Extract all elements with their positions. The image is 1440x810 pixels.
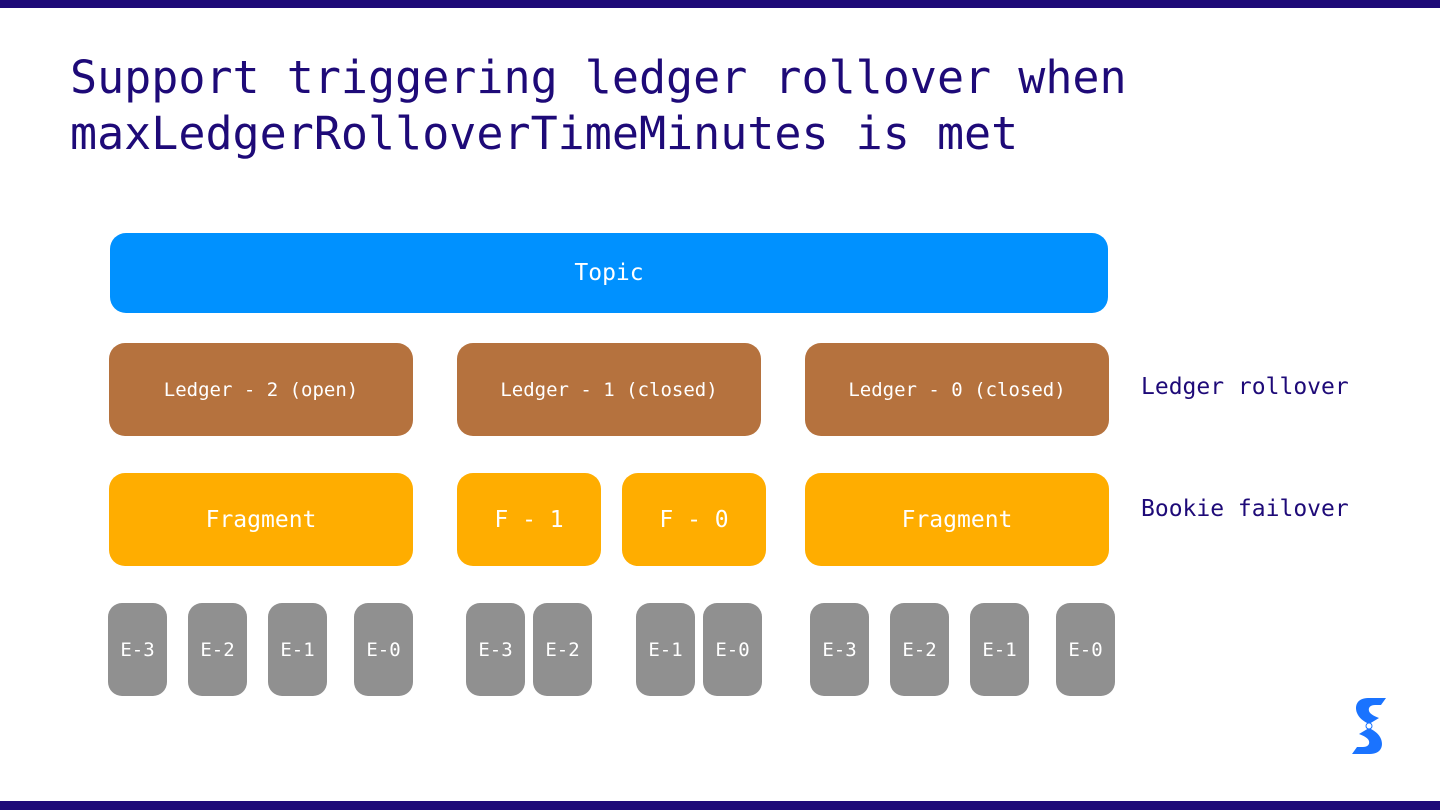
entry-box: E-1 bbox=[268, 603, 327, 696]
ledger-rollover-label: Ledger rollover bbox=[1141, 374, 1349, 400]
slide-title-line-2: maxLedgerRolloverTimeMinutes is met bbox=[70, 107, 1019, 160]
top-border-bar bbox=[0, 0, 1440, 8]
entry-box: E-2 bbox=[188, 603, 247, 696]
entry-box: E-3 bbox=[108, 603, 167, 696]
ledger-box-2: Ledger - 2 (open) bbox=[109, 343, 413, 436]
fragment-box-f1: F - 1 bbox=[457, 473, 601, 566]
slide-title: Support triggering ledger rollover when … bbox=[70, 50, 1370, 162]
entry-box: E-1 bbox=[636, 603, 695, 696]
fragment-box-ledger-2: Fragment bbox=[109, 473, 413, 566]
streamnative-logo-icon bbox=[1352, 698, 1386, 754]
fragment-box-ledger-0: Fragment bbox=[805, 473, 1109, 566]
entry-box: E-3 bbox=[810, 603, 869, 696]
entry-box: E-1 bbox=[970, 603, 1029, 696]
entry-box: E-2 bbox=[890, 603, 949, 696]
slide-title-line-1: Support triggering ledger rollover when bbox=[70, 51, 1127, 104]
bookie-failover-label: Bookie failover bbox=[1141, 496, 1349, 522]
ledger-box-1: Ledger - 1 (closed) bbox=[457, 343, 761, 436]
entry-box: E-3 bbox=[466, 603, 525, 696]
topic-box: Topic bbox=[110, 233, 1108, 313]
entry-box: E-0 bbox=[703, 603, 762, 696]
bottom-border-bar bbox=[0, 801, 1440, 810]
entry-box: E-0 bbox=[354, 603, 413, 696]
entry-box: E-0 bbox=[1056, 603, 1115, 696]
fragment-box-f0: F - 0 bbox=[622, 473, 766, 566]
entry-box: E-2 bbox=[533, 603, 592, 696]
ledger-box-0: Ledger - 0 (closed) bbox=[805, 343, 1109, 436]
